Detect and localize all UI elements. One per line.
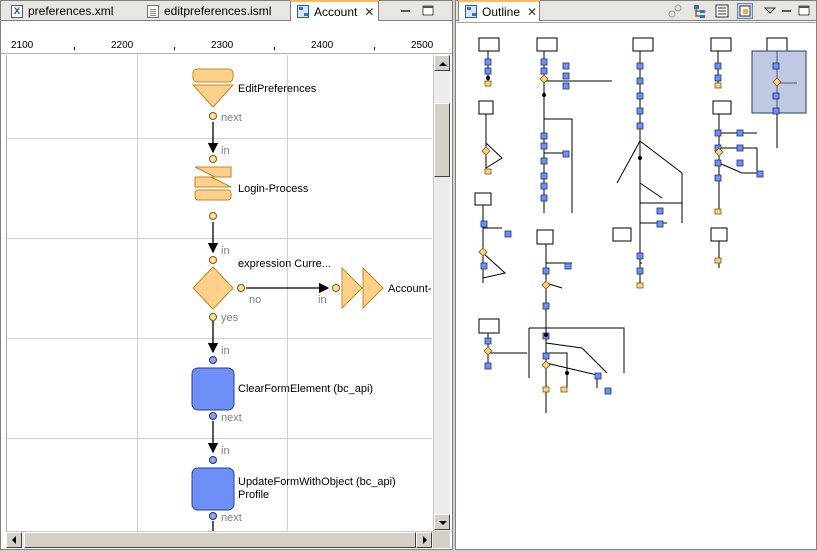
tab-outline[interactable]: Outline ✕ [458,0,540,21]
tab-label: Account [314,4,358,19]
call-node [194,166,232,201]
port-next[interactable] [209,112,217,120]
editor-tab-bar: X preferences.xml editpreferences.isml A… [1,0,452,21]
minimize-icon[interactable] [398,3,414,19]
node-sublabel-profile: Profile [238,489,270,501]
port-label-next: next [221,512,242,524]
port-label-next: next [221,412,242,424]
scroll-up-button[interactable] [434,55,450,71]
pipeline-canvas[interactable]: EditPreferences Login-Process expression… [6,55,432,531]
start-node [191,68,235,108]
maximize-icon[interactable] [420,3,436,19]
node-label-updateformwithobject: UpdateFormWithObject (bc_api) [238,476,396,488]
port-next[interactable] [209,212,217,220]
port-yes[interactable] [209,313,217,321]
node-label-clearformelement: ClearFormElement (bc_api) [238,383,374,395]
port-no[interactable] [237,284,245,292]
port-label-yes: yes [221,312,239,324]
ruler-tick [374,47,375,50]
port-in[interactable] [332,284,340,292]
view-menu-icon[interactable] [762,3,778,19]
minimize-icon[interactable] [779,3,795,19]
ruler-label: 2100 [11,40,34,51]
node-label-account-e: Account-E [388,283,432,295]
port-in[interactable] [209,256,217,264]
tab-preferences-xml[interactable]: X preferences.xml [5,1,135,21]
tab-editpreferences-isml[interactable]: editpreferences.isml [141,1,287,21]
node-label-login-process: Login-Process [238,183,309,195]
grid-line [7,338,432,339]
pipeline-graph [191,68,384,531]
tab-label: preferences.xml [28,4,114,18]
port-in[interactable] [209,155,217,163]
ruler-tick [174,47,175,50]
grid-line [7,238,432,239]
port-in[interactable] [209,456,217,464]
ruler-label: 2200 [111,40,134,51]
close-icon[interactable]: ✕ [364,4,375,19]
port-label-in: in [318,294,327,306]
port-label-in: in [221,145,230,157]
hierarchy-icon[interactable] [692,3,708,19]
port-next[interactable] [209,412,217,420]
scroll-right-button[interactable] [416,532,432,548]
pipelet-node [191,467,235,511]
xml-file-icon: X [11,4,23,18]
pipelet-node [191,367,235,411]
grid-line [7,138,432,139]
port-label-in: in [221,245,230,257]
scroll-thumb[interactable] [24,532,416,548]
port-next[interactable] [209,512,217,520]
node-label-editpreferences: EditPreferences [238,83,317,95]
scroll-corner [433,531,450,548]
tab-account[interactable]: Account ✕ [290,0,379,21]
port-label-in: in [221,345,230,357]
grid-line [287,55,288,531]
horizontal-scrollbar[interactable] [6,531,433,548]
pipeline-icon [297,5,309,18]
ruler-label: 2500 [411,40,434,51]
ruler-tick [274,47,275,50]
outline-overview[interactable] [457,22,815,548]
list-icon[interactable] [714,3,730,19]
horizontal-ruler: 2100 2200 2300 2400 2500 [1,37,452,54]
node-label-expression: expression Curre... [238,258,331,270]
ruler-label: 2400 [311,40,334,51]
grid-line [137,55,138,531]
link-icon[interactable] [667,3,683,19]
decision-node [192,266,234,310]
tab-label: editpreferences.isml [164,4,272,18]
scroll-thumb[interactable] [434,103,450,177]
outline-title: Outline [482,4,521,19]
close-icon[interactable]: ✕ [527,4,538,19]
maximize-icon[interactable] [796,3,812,19]
port-in[interactable] [209,356,217,364]
outline-icon [465,5,477,18]
jump-node [341,266,384,310]
vertical-scrollbar[interactable] [433,55,450,531]
port-label-in: in [221,445,230,457]
outline-pane: Outline ✕ [455,0,817,550]
isml-file-icon [147,4,159,18]
ruler-label: 2300 [211,40,234,51]
port-label-no: no [249,294,262,306]
overview-icon[interactable] [737,3,753,19]
outline-tab-bar: Outline ✕ [456,0,816,21]
outline-thumbnail-graph [474,37,807,413]
grid-line [7,438,432,439]
port-label-next: next [221,112,242,124]
ruler-tick [74,47,75,50]
scroll-down-button[interactable] [434,514,450,530]
scroll-left-button[interactable] [6,532,22,548]
pipeline-editor-pane: X preferences.xml editpreferences.isml A… [0,0,453,550]
